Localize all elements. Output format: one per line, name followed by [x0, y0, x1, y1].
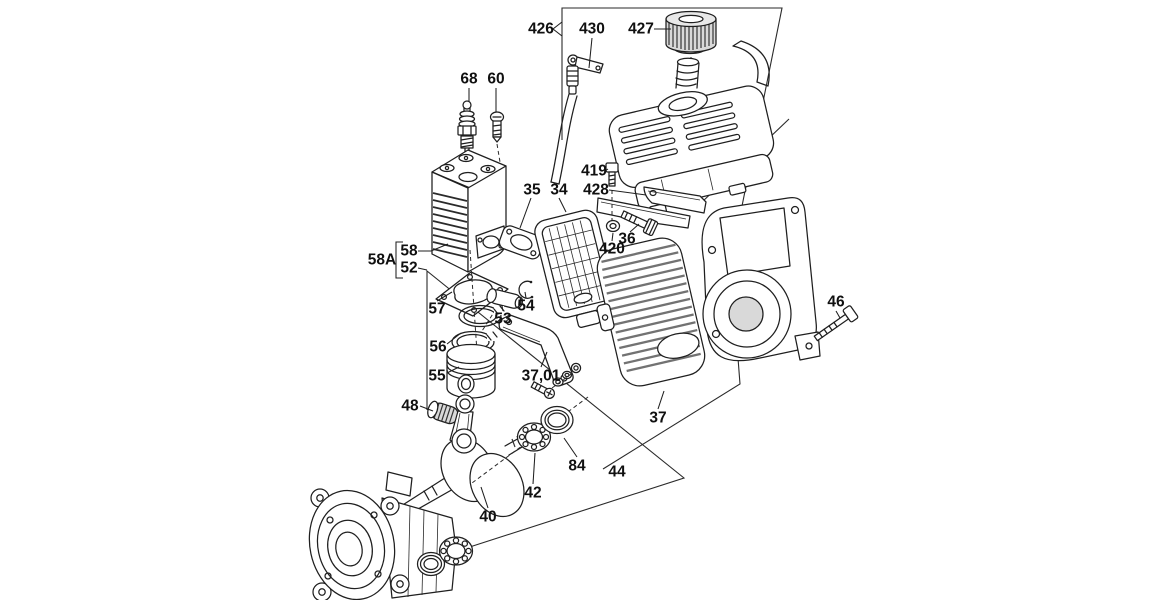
screw-60-drawing	[489, 111, 505, 143]
part-label-46: 46	[827, 294, 845, 311]
part-label-42: 42	[524, 485, 541, 502]
bracket-3701-drawing	[498, 314, 582, 399]
part-label-420: 420	[599, 241, 625, 258]
label-leaders	[419, 21, 841, 509]
bolt-46-drawing	[813, 305, 859, 342]
bolt-419-drawing	[605, 162, 619, 187]
cylinder-drawing	[431, 149, 507, 273]
part-label-55: 55	[428, 368, 446, 385]
bearing-84-drawing	[540, 405, 574, 435]
fuel-cap-drawing	[665, 10, 717, 53]
part-label-36: 36	[618, 231, 636, 248]
blower-housing-drawing	[701, 196, 821, 362]
part-label-427: 427	[628, 21, 654, 38]
washer-420-drawing	[605, 219, 621, 233]
part-label-34: 34	[550, 182, 568, 199]
tank-mount-plate-drawing	[596, 197, 691, 229]
part-label-48: 48	[401, 398, 419, 415]
crankshaft-drawing	[387, 394, 533, 522]
part-label-426: 426	[528, 21, 554, 38]
part-label-37: 37	[649, 410, 666, 427]
filler-neck-drawing	[675, 57, 700, 89]
part-label-430: 430	[579, 21, 605, 38]
part-label-44: 44	[608, 464, 626, 481]
piston-drawing	[446, 343, 496, 399]
part-label-57: 57	[428, 301, 445, 318]
part-label-56: 56	[429, 339, 447, 356]
spark-plug-drawing	[457, 100, 477, 159]
part-label-84: 84	[568, 458, 586, 475]
bracket-428-drawing	[643, 186, 707, 214]
piston-pin-drawing	[486, 288, 524, 309]
fuel-tank-drawing	[550, 10, 775, 237]
part-label-35: 35	[523, 182, 541, 199]
part-label-52: 52	[400, 260, 417, 277]
part-label-428: 428	[583, 182, 609, 199]
part-label-58: 58	[400, 243, 418, 260]
rotate-arrow-icon	[732, 40, 770, 87]
crankcase-drawing	[308, 471, 457, 600]
gasket-35-drawing	[498, 225, 544, 260]
filter-plate-drawing	[534, 209, 617, 328]
part-label-37-01: 37,01	[522, 368, 561, 385]
part-label-54: 54	[517, 298, 535, 315]
part-label-40: 40	[479, 509, 496, 526]
part-label-58A: 58A	[368, 252, 396, 269]
crank-seal-drawing	[416, 551, 446, 577]
pin-clip-drawing	[518, 280, 534, 299]
part-label-419: 419	[581, 163, 607, 180]
crank-bearing-drawing	[438, 536, 474, 566]
part-label-60: 60	[487, 71, 504, 88]
bolt-36-drawing	[620, 210, 659, 237]
muffler-cover-drawing	[596, 237, 706, 387]
part-label-68: 68	[460, 71, 478, 88]
needle-bearing-drawing	[427, 400, 459, 425]
bearing-42-drawing	[516, 422, 552, 452]
group-58a-bracket	[395, 241, 449, 279]
part-label-53: 53	[494, 311, 512, 328]
